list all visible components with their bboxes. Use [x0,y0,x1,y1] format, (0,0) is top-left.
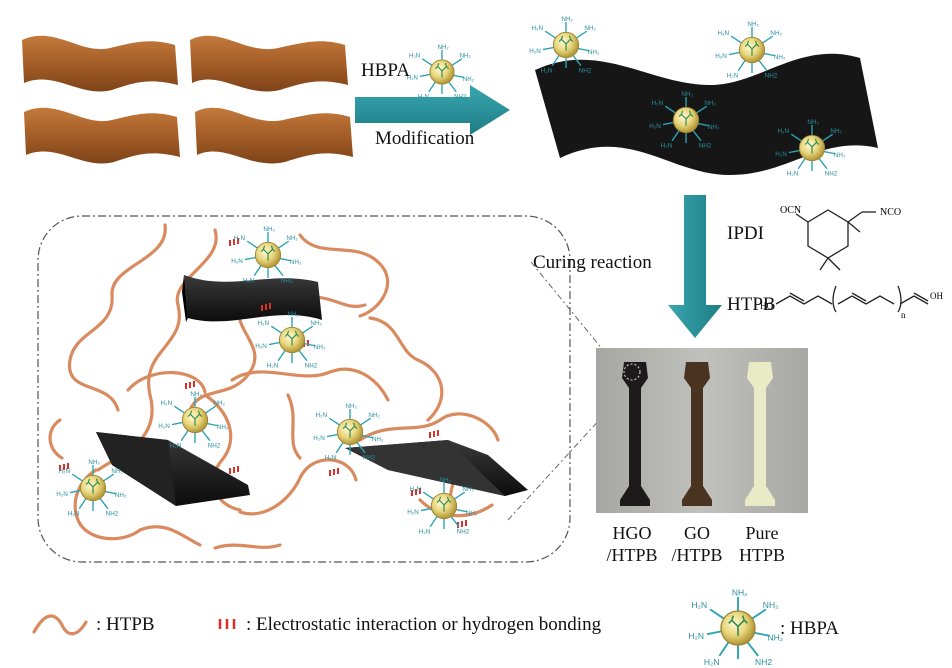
ipdi-structure [795,209,876,271]
network-frame [37,215,571,563]
hbpa-node-icon [55,458,128,519]
modification-arrow [355,85,510,135]
go-sheet-3 [24,107,180,164]
legend-bond-label: : Electrostatic interaction or hydrogen … [246,614,602,635]
hbpa-reagent-label: HBPA [361,60,410,81]
legend-bond-icon [218,619,236,629]
legend-hbpa-label: : HBPA [780,618,839,639]
go-sheet-4 [195,107,353,164]
hgo-sheets-in-network [96,275,528,506]
hbpa-node-icon [406,476,479,537]
go-sheet-2 [190,35,348,92]
sample-label-go-line2: /HTPB [671,545,723,565]
curing-arrow [668,195,722,338]
hbpa-in-network [55,225,479,537]
modification-label: Modification [375,128,475,149]
legend-htpb-label: : HTPB [96,614,155,635]
hgo-sheet-c-fold [345,440,505,496]
ipdi-nco-label: NCO [880,207,901,218]
sample-hgo [620,362,650,506]
sample-label-go: GO /HTPB [657,522,737,566]
legend-htpb-icon [32,614,88,636]
ipdi-ocn-label: OCN [780,205,801,216]
hbpa-particle-icon [406,44,476,102]
htpb-chains [48,223,500,550]
hbpa-node-icon [254,310,327,371]
hbpa-node-icon [230,225,303,286]
sample-go [682,362,712,506]
ipdi-label: IPDI [727,223,764,244]
sample-label-pure: Pure HTPB [722,522,802,566]
go-sheets [22,35,353,164]
curing-reaction-label: Curing reaction [533,252,652,273]
htpb-oh-label: OH [930,291,943,301]
htpb-n-label: n [901,310,906,320]
sample-hgo-highlight [623,363,641,381]
sample-photo [596,348,808,513]
sample-label-hgo: HGO /HTPB [592,522,672,566]
sample-label-go-line1: GO [684,523,710,543]
hgo-sheet [535,53,878,175]
htpb-structure [775,285,929,313]
sample-pure [745,362,775,506]
hgo-sheet-b-fold [96,432,176,506]
htpb-ho-label: HO [760,301,773,311]
legend-hbpa-icon [687,586,784,668]
sample-label-pure-line2: HTPB [738,545,785,565]
go-sheet-1 [22,35,178,92]
hgo-sheet-a-edge [182,275,188,322]
htpb-reagent-label: HTPB [727,294,776,315]
sample-label-hgo-line2: /HTPB [606,545,658,565]
sample-label-pure-line1: Pure [745,523,779,543]
hgo-sheet-a [184,275,322,322]
sample-label-hgo-line1: HGO [612,523,652,543]
